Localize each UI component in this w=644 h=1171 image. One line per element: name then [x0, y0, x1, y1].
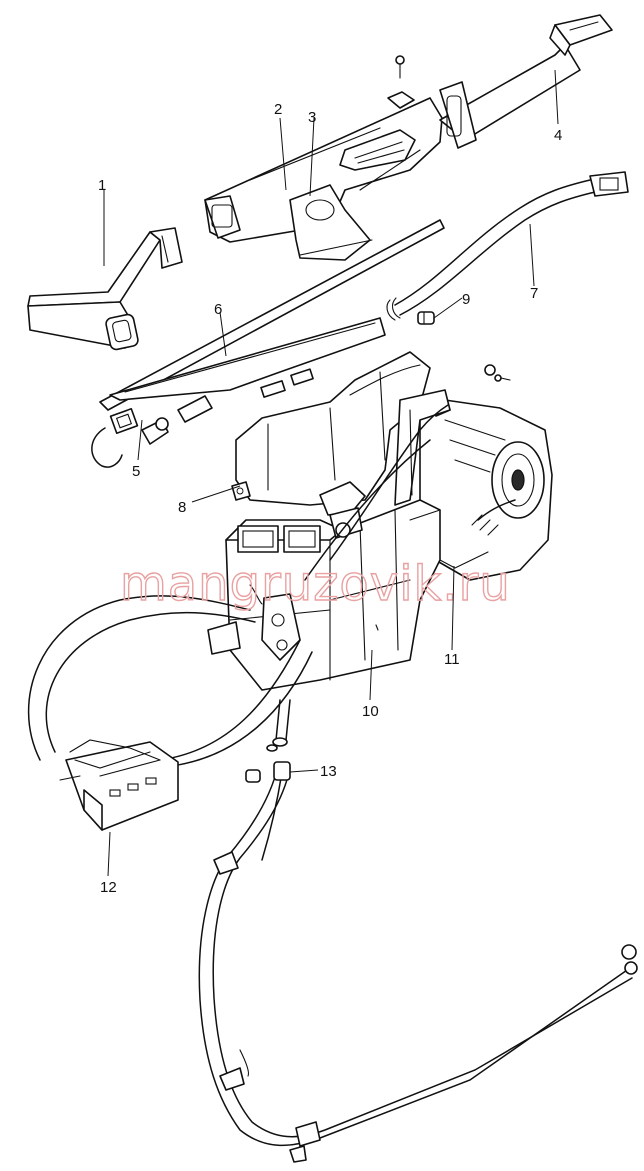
callout-7: 7	[530, 285, 538, 302]
part-10-heater-unit	[207, 389, 451, 691]
callout-3: 3	[308, 109, 316, 126]
callout-1: 1	[98, 177, 106, 194]
part-13-pipes	[198, 699, 638, 1163]
part-2-center-duct	[204, 97, 443, 243]
callout-labels: 1 2 3 4 5 6 7 8 9 10 11 12 13	[98, 101, 562, 896]
callout-6: 6	[214, 301, 222, 318]
watermark-text: mangruzovik.ru	[120, 556, 511, 612]
callout-9: 9	[462, 291, 470, 308]
leader-lines	[103, 69, 559, 877]
callout-11: 11	[444, 651, 460, 668]
part-1-left-duct	[27, 227, 183, 351]
part-4-right-duct	[439, 14, 613, 149]
callout-13: 13	[320, 763, 337, 780]
callout-4: 4	[554, 127, 562, 144]
callout-12: 12	[100, 879, 117, 896]
part-7-hose	[386, 171, 629, 321]
callout-8: 8	[178, 499, 186, 516]
callout-2: 2	[274, 101, 282, 118]
callout-10: 10	[362, 703, 379, 720]
bolt-top	[387, 55, 415, 109]
callout-5: 5	[132, 463, 140, 480]
part-3-outlet	[289, 184, 373, 261]
part-9-connector	[417, 311, 435, 325]
bolt-right	[484, 364, 511, 382]
part-12-control-panel	[59, 739, 179, 831]
part-5-connector	[91, 395, 213, 468]
part-6-trim-strip	[99, 219, 445, 411]
control-cables	[27, 404, 449, 767]
